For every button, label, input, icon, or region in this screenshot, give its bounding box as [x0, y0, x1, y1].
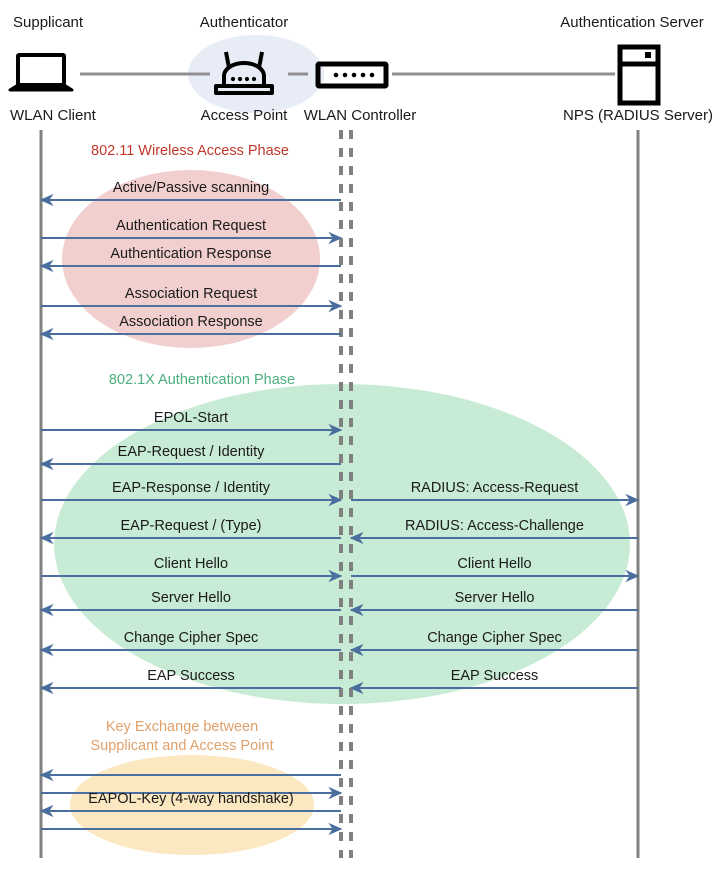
actor-device-supplicant: WLAN Client	[10, 107, 97, 124]
message-label: Authentication Response	[110, 246, 271, 262]
message-label: EAP-Request / (Type)	[120, 518, 261, 534]
message-label: Change Cipher Spec	[124, 630, 259, 646]
actor-device-access-point: Access Point	[201, 107, 289, 124]
message-label: EAP Success	[147, 668, 235, 684]
message-label: RADIUS: Access-Challenge	[405, 518, 584, 534]
message-label: EAP-Request / Identity	[118, 444, 265, 460]
message-label: Server Hello	[455, 590, 535, 606]
wireless-router-icon	[214, 51, 274, 95]
message-label: EAP-Response / Identity	[112, 480, 271, 496]
message-label: Server Hello	[151, 590, 231, 606]
actor-role-auth-server: Authentication Server	[560, 14, 703, 31]
phase-80211-ellipse	[62, 170, 320, 348]
phase-80211-label: 802.11 Wireless Access Phase	[91, 143, 289, 159]
device-icons	[8, 44, 661, 106]
actor-role-supplicant: Supplicant	[13, 14, 84, 31]
message-label: EAP Success	[451, 668, 539, 684]
server-tower-icon	[617, 44, 661, 106]
network-switch-icon	[315, 61, 389, 89]
message-label: Association Request	[125, 286, 257, 302]
message-label: Authentication Request	[116, 218, 266, 234]
phase-key-exchange-label: Key Exchange between	[106, 719, 258, 735]
message-label: EAPOL-Key (4-way handshake)	[88, 791, 294, 807]
phase-key-exchange-label: Supplicant and Access Point	[91, 738, 274, 754]
actor-role-access-point: Authenticator	[200, 14, 288, 31]
message-label: RADIUS: Access-Request	[411, 480, 579, 496]
message-label: Client Hello	[457, 556, 531, 572]
message-label: EPOL-Start	[154, 410, 228, 426]
phase-8021x-label: 802.1X Authentication Phase	[109, 372, 295, 388]
message-label: Change Cipher Spec	[427, 630, 562, 646]
message-label: Client Hello	[154, 556, 228, 572]
message-label: Association Response	[119, 314, 262, 330]
message-label: Active/Passive scanning	[113, 180, 269, 196]
actor-device-auth-server: NPS (RADIUS Server)	[563, 107, 713, 124]
actor-device-wlan-controller: WLAN Controller	[304, 107, 417, 124]
laptop-icon	[8, 53, 74, 92]
